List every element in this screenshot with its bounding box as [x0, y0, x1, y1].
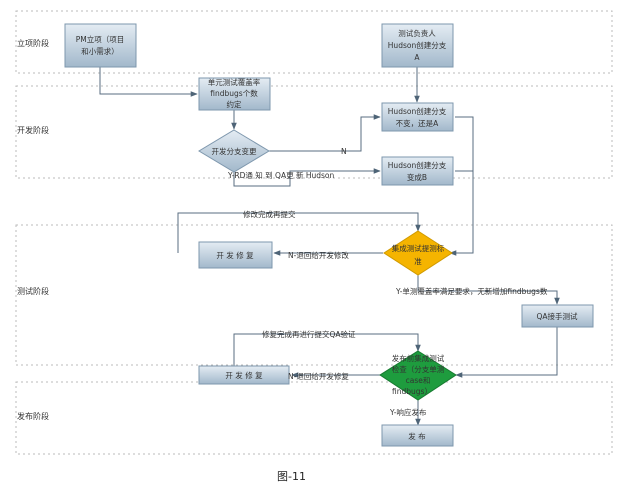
edge-pm-to-unit: [99, 67, 198, 97]
text-branch-change: 开发分支变更: [212, 146, 257, 156]
node-hudson-b: [381, 156, 454, 186]
text-b-2: 变成B: [407, 172, 427, 182]
node-qa-test: [521, 304, 594, 328]
text-pm-init-1: PM立项（项目: [76, 34, 125, 44]
text-pm-init-2: 和小需求）: [81, 46, 119, 56]
text-owner-1: 测试负责人: [398, 28, 436, 38]
lane-label-testing: 测试阶段: [17, 286, 49, 296]
edge-integration-y: [417, 275, 560, 305]
node-test-owner: [381, 23, 454, 68]
text-keepa-1: Hudson创建分支: [388, 106, 447, 116]
node-dev-fix-1: [198, 241, 273, 269]
label-n-return-dev: N-退回给开发修改: [288, 250, 349, 260]
text-keepa-2: 不变，还是A: [396, 118, 439, 128]
text-unit-3: 约定: [227, 99, 242, 109]
node-release-check: [379, 350, 457, 401]
label-y-release: Y-响应发布: [389, 407, 427, 417]
text-integration-1: 集成测试提测标: [392, 243, 445, 253]
label-resubmit: 修改完成再提交: [243, 209, 296, 219]
lane-label-development: 开发阶段: [17, 125, 49, 135]
node-pm-init: [64, 23, 137, 68]
lane-testing: [15, 224, 613, 366]
text-dev-fix-2: 开 发 修 复: [225, 370, 263, 380]
text-release-check-1: 发布前集成测试: [392, 353, 445, 363]
edge-decision-n: [269, 114, 381, 152]
lane-label-initiation: 立项阶段: [17, 38, 49, 48]
node-unit-test: [198, 77, 271, 111]
edge-decision-y: [233, 168, 381, 187]
label-y-rd-notify: Y-RD通 知 到 QA更 新 Hudson: [227, 170, 334, 180]
node-integration-check: [383, 230, 453, 276]
text-integration-2: 准: [414, 256, 422, 266]
lane-release: [15, 381, 613, 455]
text-unit-2: findbugs个数: [210, 88, 258, 98]
edge-resubmit: [177, 212, 421, 253]
label-n: N: [341, 147, 347, 156]
text-dev-fix-1: 开 发 修 复: [216, 250, 254, 260]
lane-initiation: [15, 10, 613, 74]
text-release-check-4: findbugs）: [392, 387, 432, 396]
node-dev-fix-2: [198, 365, 290, 385]
lane-label-release: 发布阶段: [17, 411, 49, 421]
text-unit-1: 单元测试覆盖率: [208, 77, 261, 87]
edge-qa-to-release-check: [455, 326, 558, 378]
node-release: [381, 424, 454, 447]
edge-keepa-to-integration: [449, 116, 474, 256]
text-b-1: Hudson创建分支: [388, 160, 447, 170]
text-qa-test: QA接手测试: [536, 311, 578, 321]
text-owner-3: A: [414, 53, 420, 62]
label-y-unit-ok: Y-单测覆盖率满足要求，无新增加findbugs数: [395, 286, 548, 296]
node-hudson-keep-a: [381, 102, 454, 132]
edge-fix-verify: [233, 333, 421, 366]
text-release-check-3: case和: [406, 376, 431, 385]
label-n-return-fix: N-退回给开发修复: [288, 371, 349, 381]
lane-development: [15, 85, 613, 179]
label-fix-verify: 修复完成再进行提交QA验证: [262, 329, 356, 339]
node-branch-change: [198, 129, 270, 173]
text-release-check-2: 检查（分支单测: [392, 364, 445, 374]
text-owner-2: Hudson创建分支: [388, 40, 447, 50]
figure-caption: 图-11: [277, 470, 306, 483]
text-release: 发 布: [408, 431, 426, 441]
